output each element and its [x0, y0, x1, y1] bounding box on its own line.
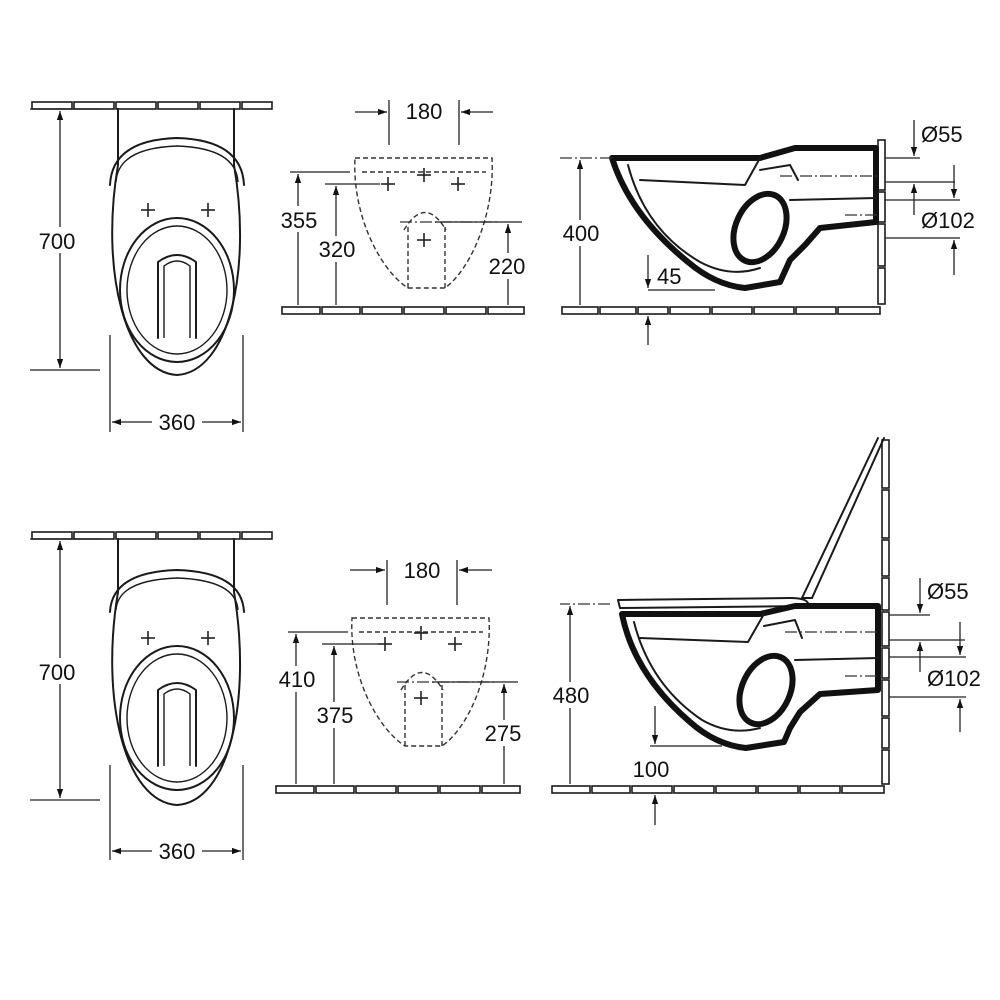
top-front-bowl-outline: [111, 108, 242, 376]
bottom-front-bowl-outline: [111, 538, 242, 806]
top-front-fixing-point-right: [200, 202, 216, 218]
bottom-wall-spacing-dimension: 180: [350, 558, 492, 605]
top-side-offset-dimension: 45: [644, 255, 715, 345]
bottom-side-bowl-body: [619, 603, 881, 751]
bottom-side-view: 480 100 Ø55 Ø102: [548, 437, 994, 825]
bottom-wall-height-outer-label: 410: [279, 667, 316, 692]
top-side-bowl-body: [609, 145, 879, 291]
top-front-view: 700 360: [30, 101, 273, 435]
bottom-wall-height-410: 410: [274, 631, 348, 784]
bottom-side-offset-dimension: 100: [628, 706, 722, 825]
top-front-bowl-well: [157, 254, 197, 339]
bottom-front-width-label: 360: [159, 839, 196, 864]
top-side-height-label: 400: [563, 221, 600, 246]
bottom-wall-height-lower-label: 275: [485, 721, 522, 746]
bottom-side-d55-dimension: Ø55: [889, 578, 969, 672]
bottom-wall-outlet: [413, 690, 429, 706]
bottom-side-height-label: 480: [553, 683, 590, 708]
bottom-wall-inlet: [413, 625, 429, 641]
bottom-side-d102-dimension: Ø102: [889, 622, 994, 732]
top-side-floor-slab: [561, 306, 881, 315]
bottom-side-offset-label: 100: [633, 757, 670, 782]
top-front-seat-outer: [119, 217, 235, 363]
top-wall-height-220: 220: [435, 221, 530, 305]
bottom-side-height-dimension: 480: [548, 606, 594, 784]
bottom-front-bowl-well: [157, 682, 197, 767]
top-front-seat-inner: [126, 225, 228, 355]
bottom-front-width-dimension: 360: [109, 765, 244, 864]
bottom-wall-bowl-outline: [351, 617, 490, 747]
bottom-front-fixing-point-left: [140, 630, 156, 646]
top-front-fixing-point-left: [140, 202, 156, 218]
top-wall-height-inner-label: 320: [319, 237, 356, 262]
bottom-side-d55-label: Ø55: [927, 579, 969, 604]
top-front-wall-slab: [31, 101, 273, 110]
top-side-wall: [877, 139, 886, 305]
bottom-wall-floor-slab: [275, 785, 521, 794]
bottom-front-height-dimension: 700: [30, 538, 100, 801]
top-wall-outlet: [416, 232, 432, 248]
top-wall-spacing-label: 180: [406, 99, 443, 124]
bottom-front-wall-slab: [31, 531, 273, 540]
bottom-wall-view: 180 410 375 275: [274, 558, 526, 794]
top-wall-height-355: 355: [276, 171, 350, 305]
top-wall-height-outer-label: 355: [281, 208, 318, 233]
top-side-height-dimension: 400: [558, 160, 604, 305]
bottom-front-rim: [109, 569, 245, 613]
top-front-height-dimension: 700: [30, 108, 100, 371]
top-wall-inlet: [416, 167, 432, 183]
top-wall-fixing-left: [380, 176, 396, 192]
top-wall-height-320: 320: [314, 183, 380, 305]
top-wall-spacing-dimension: 180: [355, 99, 493, 145]
bottom-front-view: 700 360: [30, 531, 273, 864]
top-side-d55-label: Ø55: [921, 122, 963, 147]
top-front-height-label: 700: [39, 229, 76, 254]
top-side-view: 400 45 Ø55 Ø102: [558, 120, 975, 345]
bottom-wall-spacing-label: 180: [404, 558, 441, 583]
top-wall-height-lower-label: 220: [489, 254, 526, 279]
top-side-d55-dimension: Ø55: [885, 120, 963, 215]
bottom-side-outlet-ring: [736, 652, 796, 728]
bottom-side-d102-label: Ø102: [927, 666, 981, 691]
bottom-wall-fixing-right: [447, 636, 463, 652]
top-front-rim-inner: [115, 145, 239, 183]
bottom-side-wall: [881, 439, 890, 785]
top-wall-floor-slab: [281, 306, 525, 315]
top-front-width-label: 360: [159, 410, 196, 435]
bottom-wall-height-inner-label: 375: [317, 703, 354, 728]
bottom-front-height-label: 700: [39, 660, 76, 685]
top-side-d102-label: Ø102: [921, 208, 975, 233]
bottom-wall-fixing-left: [377, 636, 393, 652]
top-wall-fixing-right: [450, 176, 466, 192]
bottom-wall-height-275: 275: [432, 681, 526, 784]
top-wall-bowl-outline: [354, 157, 493, 289]
top-side-offset-label: 45: [657, 264, 681, 289]
top-front-width-dimension: 360: [109, 335, 244, 435]
top-side-outlet-ring: [730, 190, 790, 266]
bottom-front-fixing-point-right: [200, 630, 216, 646]
bottom-side-floor-slab: [551, 785, 885, 794]
bottom-front-seat-outer: [119, 645, 235, 791]
top-wall-view: 180 355 320 220: [276, 99, 530, 315]
top-side-d102-dimension: Ø102: [885, 165, 975, 275]
bottom-side-seat-lid: [617, 437, 885, 609]
top-front-rim: [109, 137, 245, 186]
bottom-wall-height-375: 375: [312, 643, 378, 784]
